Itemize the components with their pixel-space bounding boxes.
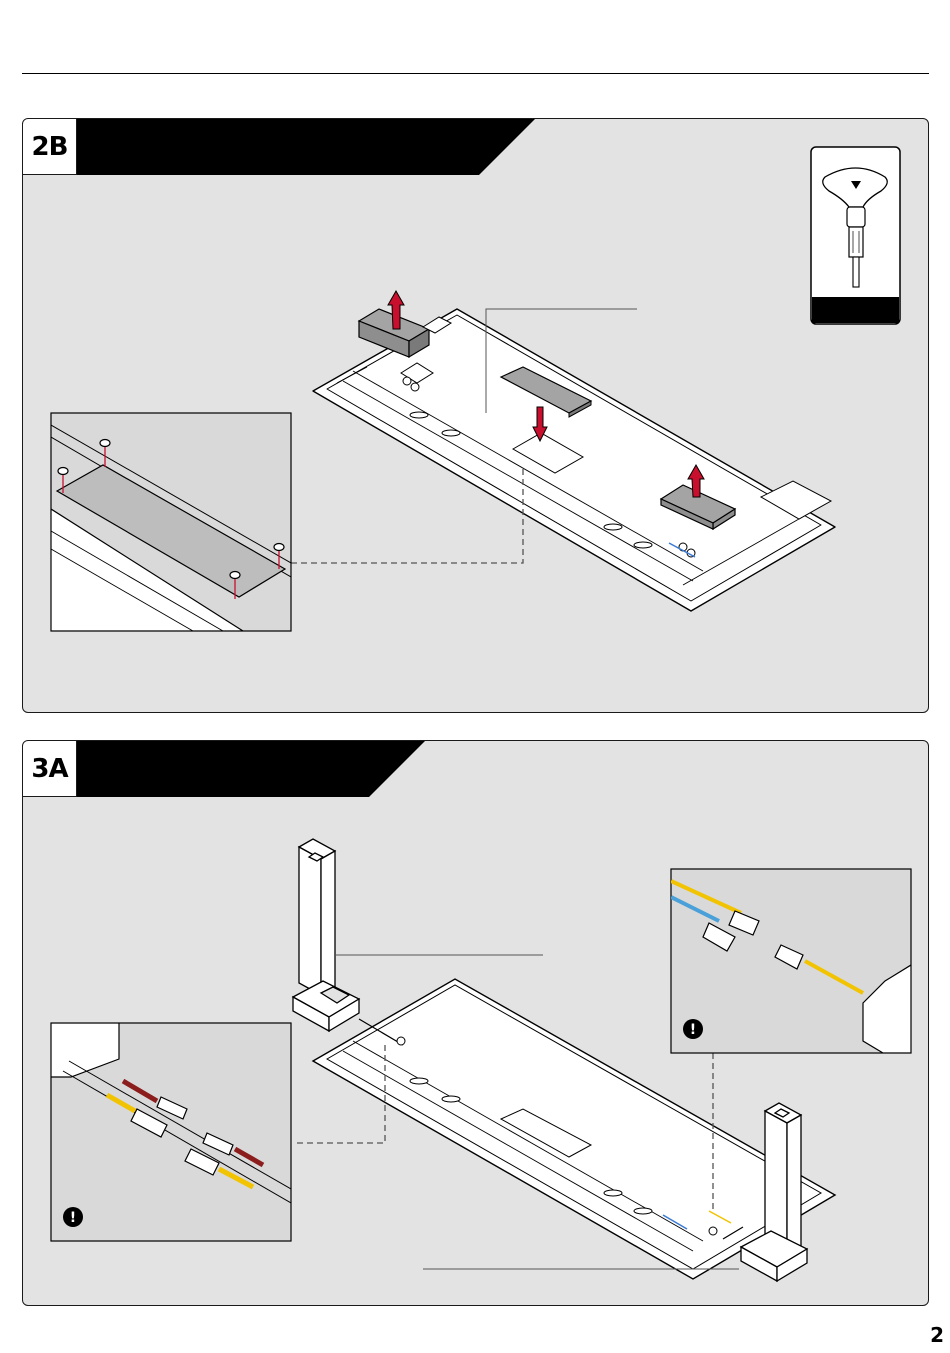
step-2b-panel: 2B <box>22 118 929 713</box>
svg-text:!: ! <box>690 1022 696 1038</box>
detail-inset-screws <box>23 119 929 713</box>
step-3a-panel: 3A <box>22 740 929 1306</box>
exclamation-icon: ! <box>683 1019 703 1039</box>
page-number: 2 <box>930 1323 944 1347</box>
header-rule <box>22 73 929 74</box>
detail-inset-cable-right: ! <box>23 741 929 1306</box>
